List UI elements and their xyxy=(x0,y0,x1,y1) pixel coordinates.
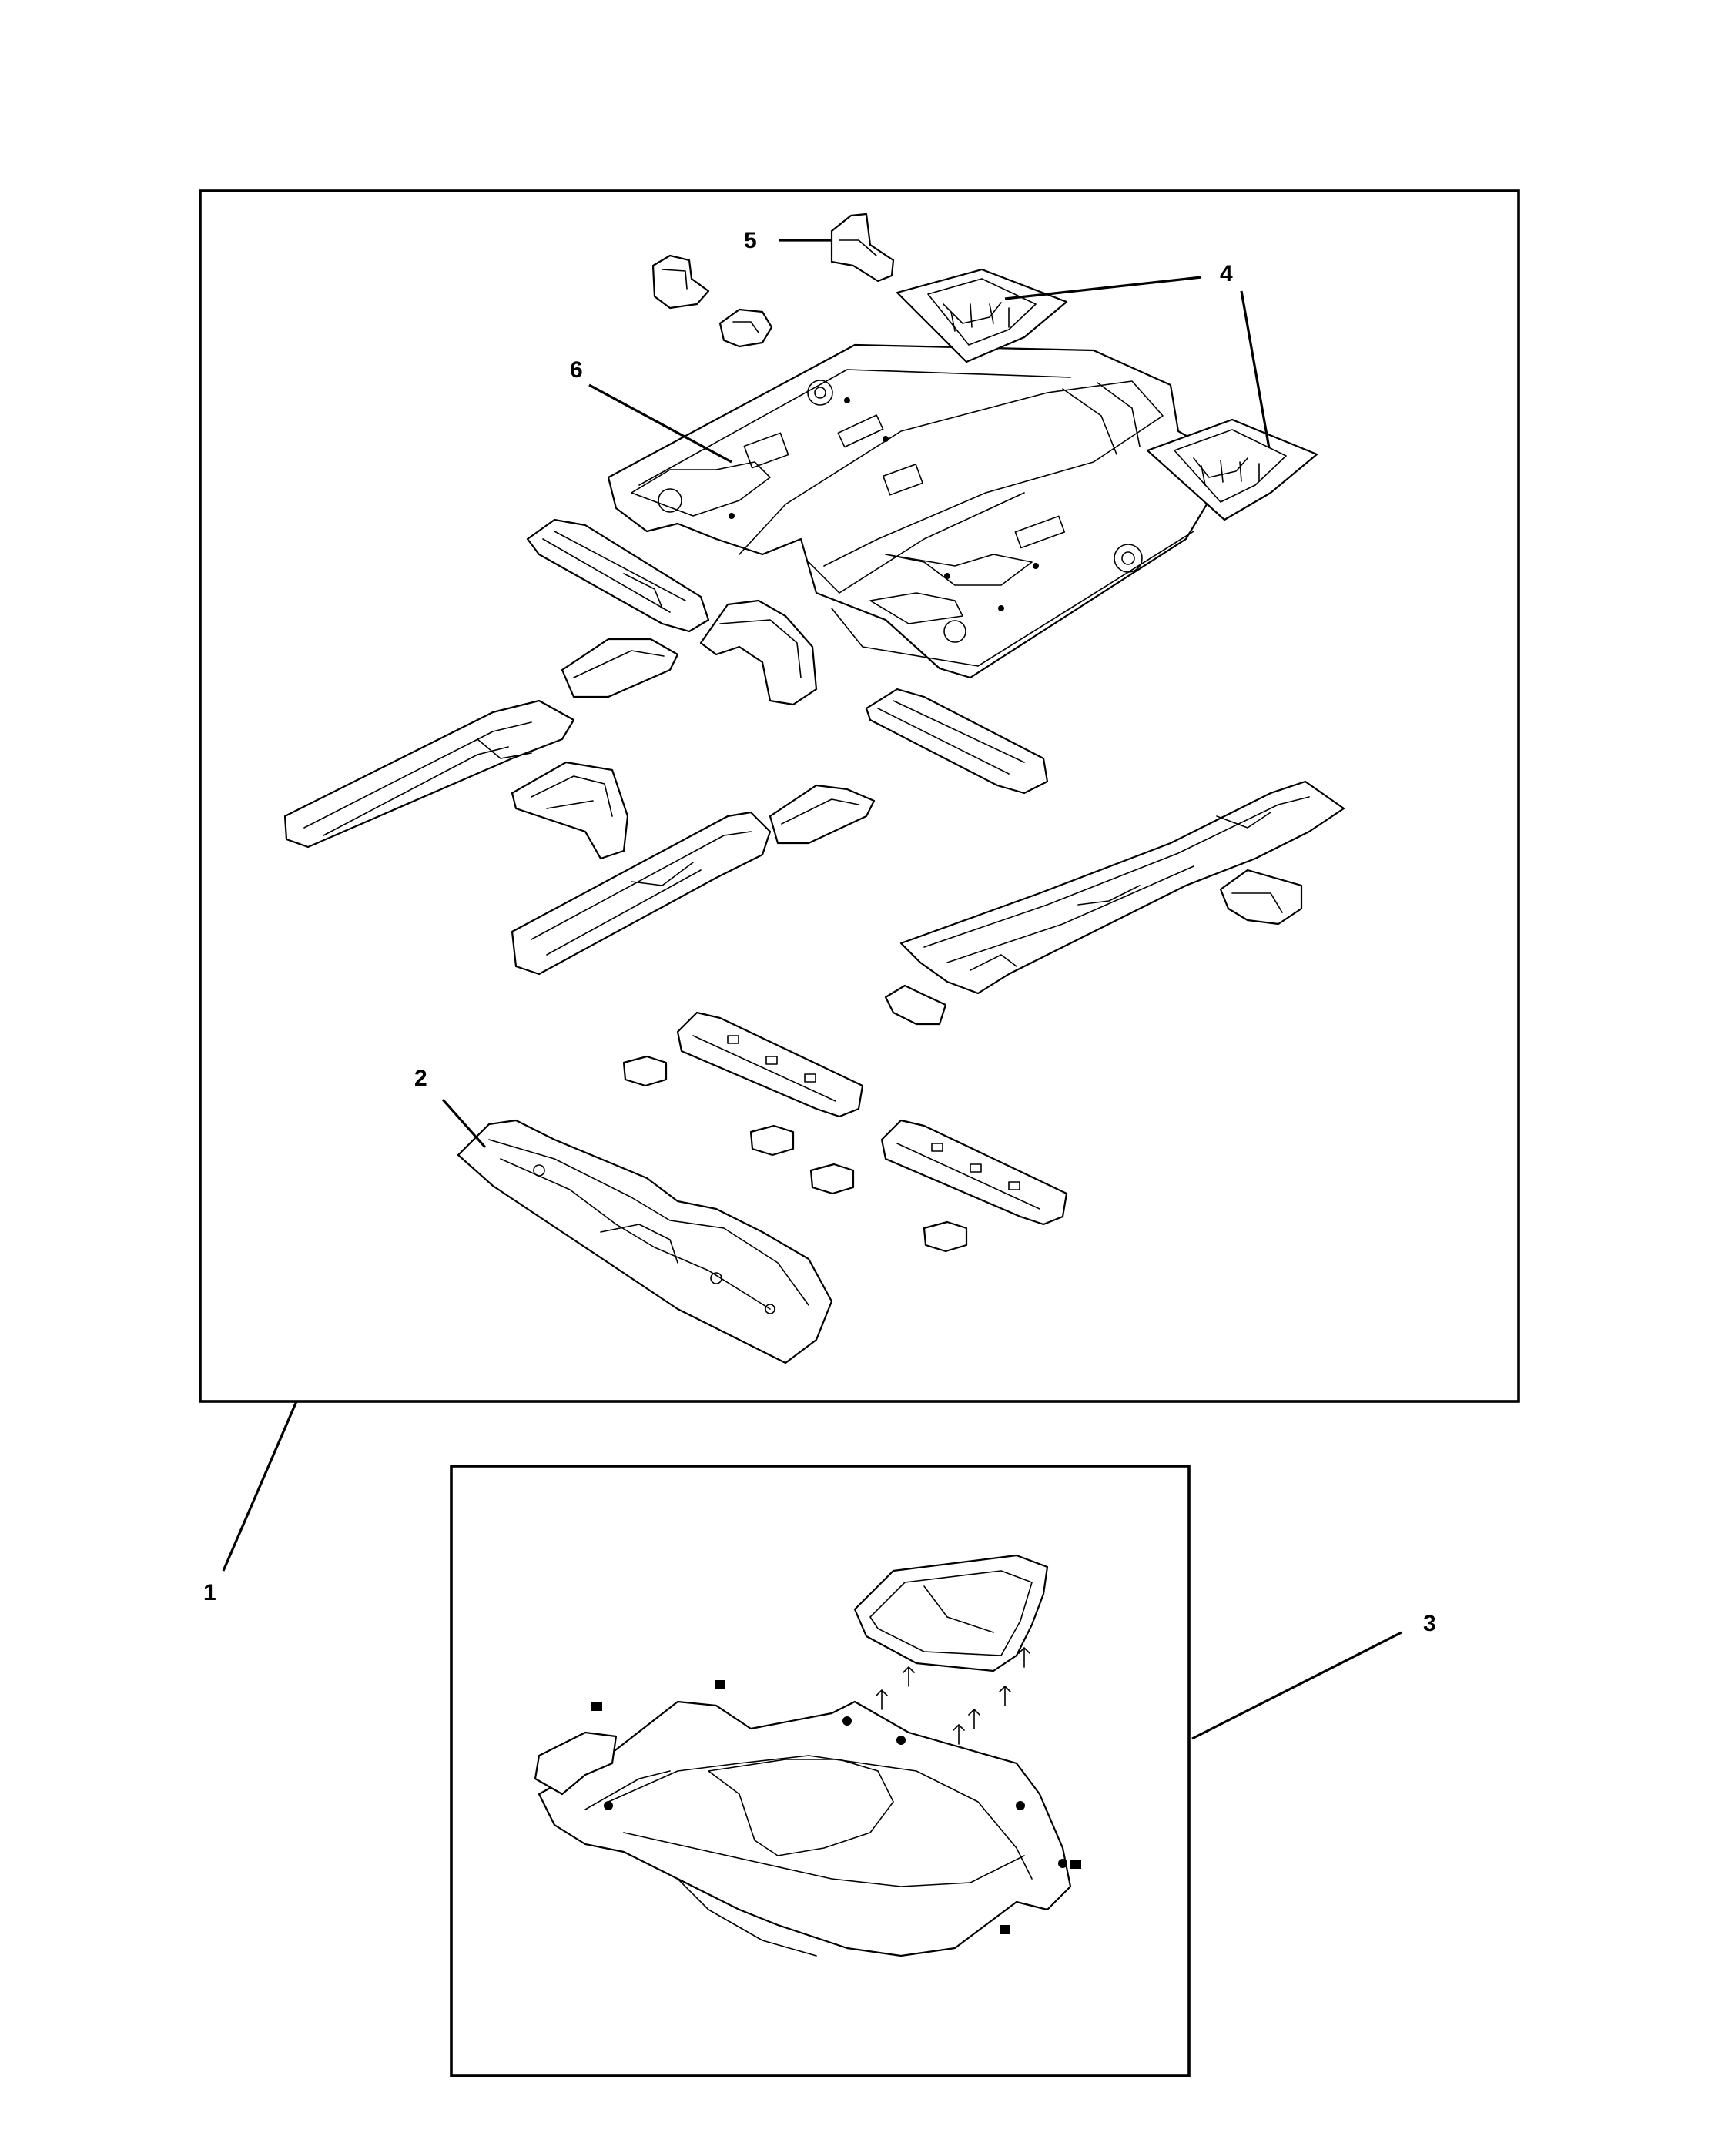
callout-3: 3 xyxy=(1423,1611,1436,1636)
callout-6: 6 xyxy=(570,357,583,383)
underbody-shield-assembly xyxy=(538,1700,1072,1957)
rear-crossmember-upper xyxy=(676,1011,864,1118)
callout-2: 2 xyxy=(414,1066,427,1091)
callout-1: 1 xyxy=(203,1580,216,1605)
floor-pan-assembly xyxy=(607,343,1234,679)
left-sill-panel xyxy=(283,699,575,849)
mounting-clip-3 xyxy=(809,1163,855,1195)
left-floor-side-member xyxy=(457,1119,833,1364)
sill-extension xyxy=(561,638,679,698)
mounting-bracket xyxy=(830,213,895,283)
right-frame-rail xyxy=(899,780,1345,995)
center-floor-rail xyxy=(511,811,772,976)
right-rail-bracket xyxy=(1219,869,1303,926)
rear-crossmember-lower xyxy=(880,1119,1068,1226)
heat-shield-plate xyxy=(853,1554,1049,1672)
upper-assembly-frame xyxy=(199,189,1520,1403)
spare-wheel-well-upper xyxy=(896,268,1068,363)
mounting-clip-4 xyxy=(923,1220,968,1253)
callout-4: 4 xyxy=(1220,261,1233,286)
callout-5: 5 xyxy=(744,228,757,253)
leader-lines xyxy=(222,239,1402,1740)
spare-wheel-well-lower xyxy=(1146,418,1318,521)
reinforcement-bracket-a xyxy=(651,254,710,310)
rail-clip xyxy=(884,984,947,1026)
tunnel-bracket xyxy=(699,599,818,706)
reinforcement-bracket-b xyxy=(718,308,773,348)
lower-side-bracket xyxy=(534,1731,618,1796)
callout-labels: 1 2 3 4 5 6 xyxy=(203,228,1436,1636)
fastener-set xyxy=(591,1647,1081,1934)
left-rail-support xyxy=(511,761,629,860)
lower-assembly-frame xyxy=(450,1465,1191,2077)
center-crossmember xyxy=(865,688,1049,795)
seat-crossmember-small xyxy=(769,784,876,845)
mounting-clip-2 xyxy=(749,1124,795,1157)
front-crossmember xyxy=(526,518,710,633)
mounting-clip-1 xyxy=(622,1055,668,1087)
